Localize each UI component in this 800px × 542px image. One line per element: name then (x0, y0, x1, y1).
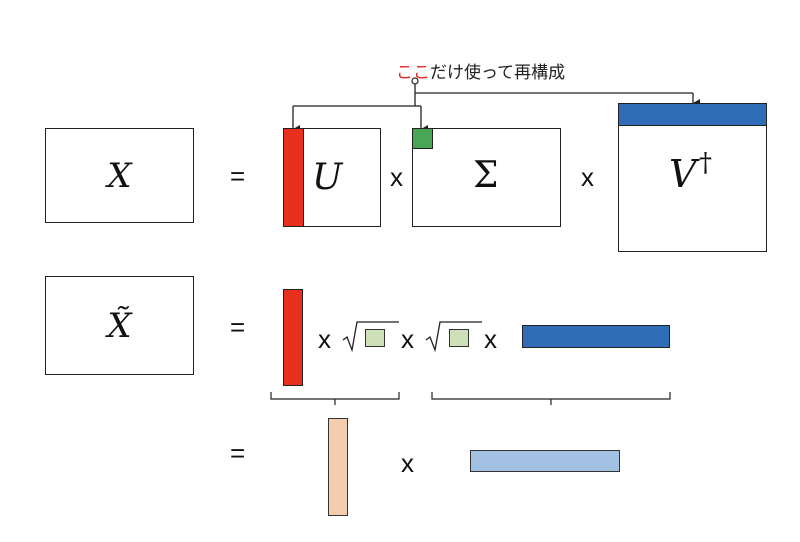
times-sign: x (318, 324, 331, 354)
matrix-v-dagger: V † (618, 103, 767, 252)
v-selected-rows (619, 104, 766, 126)
u-truncated (283, 289, 303, 386)
annotation-text: だけ使って再構成 (430, 63, 566, 82)
v-truncated (522, 325, 670, 348)
matrix-x: X (45, 128, 194, 223)
dagger-symbol: † (699, 148, 712, 178)
equals-sign: = (230, 438, 246, 468)
left-factor-matrix (328, 418, 348, 516)
sigma-selected-block (413, 129, 433, 149)
annotation-highlight: ここ (396, 63, 430, 82)
matrix-x-label: X (107, 155, 132, 196)
u-selected-columns (284, 129, 304, 226)
times-sign: x (401, 448, 414, 478)
times-sign: x (390, 162, 403, 192)
equals-sign: = (230, 161, 246, 191)
matrix-x-tilde: X̃ (45, 276, 194, 375)
right-factor-matrix (470, 450, 620, 472)
matrix-u-label: U (312, 157, 343, 198)
times-sign: x (401, 324, 414, 354)
sqrt-sigma-block-1 (365, 329, 385, 347)
matrix-u: U (283, 128, 381, 227)
times-sign: x (484, 324, 497, 354)
matrix-x-tilde-label: X̃ (107, 305, 132, 346)
matrix-sigma-label: Σ (473, 155, 499, 196)
sqrt-sigma-block-2 (449, 329, 469, 347)
annotation-label: ここだけ使って再構成 (396, 58, 565, 83)
matrix-v-label: V (669, 152, 697, 196)
equals-sign: = (230, 312, 246, 342)
times-sign: x (581, 162, 594, 192)
matrix-sigma: Σ (412, 128, 561, 227)
